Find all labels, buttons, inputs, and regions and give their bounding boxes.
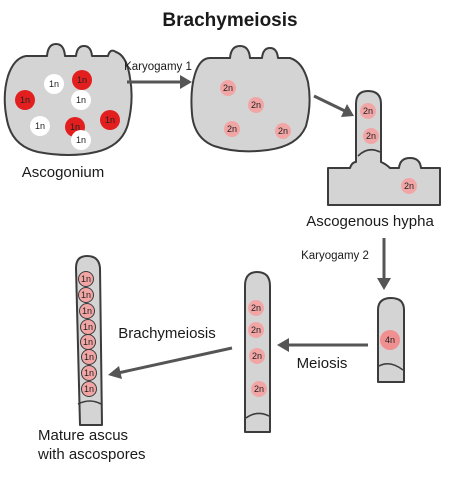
meiotic-ascus: 2n 2n 2n 2n <box>244 271 271 433</box>
nucleus-label: 1n <box>35 121 45 131</box>
ascogenous-hypha: 2n 2n 2n <box>327 90 441 206</box>
nucleus-label: 1n <box>105 115 115 125</box>
nucleus-label: 1n <box>76 135 86 145</box>
nucleus-label: 2n <box>227 124 237 134</box>
ascospore-1n: 1n <box>80 334 96 350</box>
brachymeiosis-label: Brachymeiosis <box>118 325 216 342</box>
karyogamy2-arrow <box>377 238 391 290</box>
ascospore-1n: 1n <box>81 365 97 381</box>
nucleus-label: 1n <box>76 95 86 105</box>
dikaryotic-cell: 2n 2n 2n 2n <box>190 45 311 153</box>
nucleus-label: 2n <box>252 351 262 361</box>
nucleus-label: 1n <box>77 75 87 85</box>
karyogamy1-label: Karyogamy 1 <box>124 61 192 73</box>
nucleus-label: 2n <box>363 106 373 116</box>
nucleus-4n: 4n <box>380 330 400 350</box>
nucleus-2n: 2n <box>248 322 264 338</box>
nucleus-label: 2n <box>251 325 261 335</box>
nucleus-label: 1n <box>81 290 91 300</box>
nucleus-2n: 2n <box>251 381 267 397</box>
ascospore-1n: 1n <box>79 303 95 319</box>
karyogamy2-label: Karyogamy 2 <box>301 250 369 262</box>
nucleus-1n-white: 1n <box>44 74 64 94</box>
nucleus-label: 1n <box>84 384 94 394</box>
nucleus-2n: 2n <box>224 121 240 137</box>
meiosis-label: Meiosis <box>297 355 348 372</box>
nucleus-2n: 2n <box>360 103 376 119</box>
nucleus-label: 1n <box>20 95 30 105</box>
nucleus-1n-white: 1n <box>71 90 91 110</box>
nucleus-label: 2n <box>223 83 233 93</box>
nucleus-2n: 2n <box>248 97 264 113</box>
nucleus-label: 2n <box>254 384 264 394</box>
ascospore-1n: 1n <box>80 319 96 335</box>
diagram-title: Brachymeiosis <box>162 10 297 31</box>
nucleus-1n-red: 1n <box>100 110 120 130</box>
ascospore-1n: 1n <box>81 349 97 365</box>
nucleus-2n: 2n <box>363 128 379 144</box>
nucleus-label: 1n <box>82 306 92 316</box>
nucleus-label: 2n <box>404 181 414 191</box>
nucleus-label: 2n <box>278 126 288 136</box>
brachymeiosis-arrow <box>108 346 233 379</box>
nucleus-1n-white: 1n <box>71 130 91 150</box>
ascogonium-label: Ascogonium <box>22 164 105 181</box>
nucleus-label: 2n <box>251 100 261 110</box>
nucleus-1n-white: 1n <box>30 116 50 136</box>
karyogamy1-arrow <box>127 75 192 89</box>
nucleus-label: 1n <box>83 322 93 332</box>
ascospore-1n: 1n <box>81 381 97 397</box>
nucleus-1n-red: 1n <box>72 70 92 90</box>
nucleus-2n: 2n <box>275 123 291 139</box>
ascospore-1n: 1n <box>78 287 94 303</box>
nucleus-1n-red: 1n <box>15 90 35 110</box>
nucleus-label: 1n <box>84 352 94 362</box>
nucleus-2n: 2n <box>220 80 236 96</box>
nucleus-2n: 2n <box>401 178 417 194</box>
mature-ascus-label-line1: Mature ascus <box>38 427 128 444</box>
nucleus-label: 1n <box>81 274 91 284</box>
ascogonium-cell: 1n 1n 1n 1n 1n 1n 1n 1n <box>3 43 133 156</box>
nucleus-2n: 2n <box>249 348 265 364</box>
nucleus-2n: 2n <box>248 300 264 316</box>
nucleus-label: 1n <box>70 122 80 132</box>
nucleus-label: 1n <box>83 337 93 347</box>
ascospore-1n: 1n <box>78 271 94 287</box>
growth-arrow <box>313 94 354 117</box>
nucleus-label: 4n <box>385 335 395 345</box>
nucleus-label: 2n <box>366 131 376 141</box>
ascogenous-hypha-label: Ascogenous hypha <box>306 213 434 230</box>
young-ascus: 4n <box>377 297 405 383</box>
mature-ascus: 1n 1n 1n 1n 1n 1n 1n 1n <box>75 255 103 426</box>
mature-ascus-label-line2: with ascospores <box>37 446 146 463</box>
nucleus-label: 1n <box>84 368 94 378</box>
nucleus-label: 2n <box>251 303 261 313</box>
meiosis-arrow <box>277 338 368 352</box>
nucleus-label: 1n <box>49 79 59 89</box>
